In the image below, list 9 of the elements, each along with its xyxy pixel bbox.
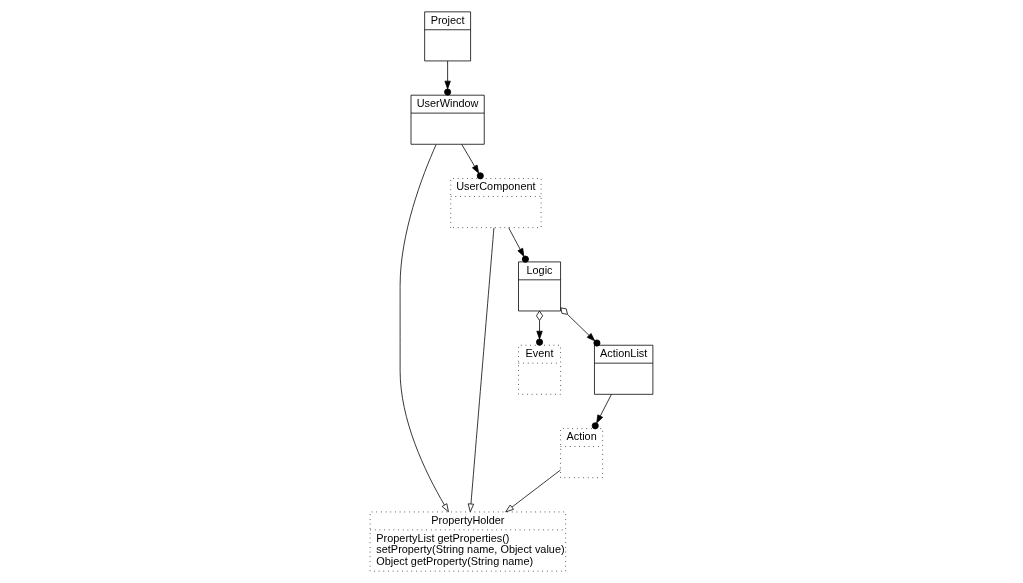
arrow <box>505 469 561 513</box>
arrow <box>536 310 544 346</box>
arrow <box>508 227 529 263</box>
arrow <box>444 60 452 96</box>
arrow <box>467 227 495 513</box>
arrow <box>399 144 449 513</box>
arrow <box>591 394 612 430</box>
arrow <box>560 307 601 347</box>
arrow <box>461 144 484 180</box>
